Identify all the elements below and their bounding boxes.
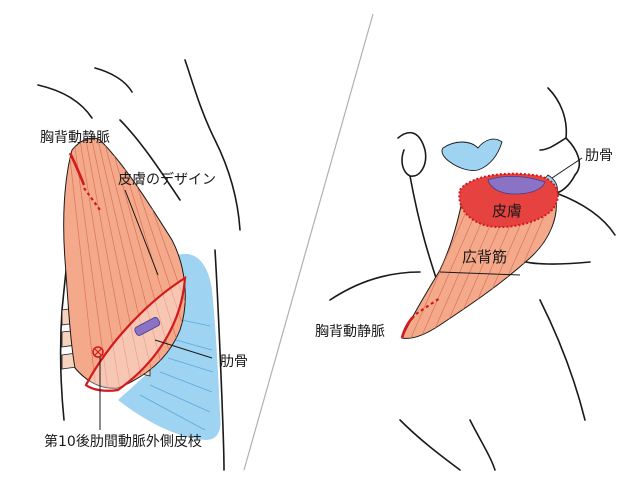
leader-right-rib bbox=[551, 157, 583, 179]
right-vessel-solid bbox=[400, 315, 415, 339]
leader-skin-design bbox=[124, 189, 159, 276]
left-chin-line bbox=[94, 67, 133, 93]
left-vessel-dashed bbox=[83, 187, 101, 211]
label-right-thoracodorsal: 胸背動静脈 bbox=[315, 324, 385, 340]
label-left-rib: 肋骨 bbox=[220, 354, 248, 370]
right-chest-line bbox=[539, 299, 586, 421]
left-perforator-marker bbox=[92, 346, 104, 358]
leader-latissimus bbox=[439, 271, 521, 276]
left-skin-paddle-outline bbox=[84, 275, 187, 392]
left-spine-rays bbox=[139, 319, 214, 431]
right-ear bbox=[397, 131, 427, 177]
left-torso-back bbox=[214, 249, 225, 471]
panel-divider bbox=[243, 13, 374, 471]
label-right-rib: 肋骨 bbox=[585, 148, 613, 164]
right-clavicle bbox=[519, 259, 591, 265]
right-mandible-bone bbox=[441, 138, 503, 171]
left-axilla-line bbox=[119, 119, 181, 201]
right-jaw-line bbox=[555, 192, 616, 236]
label-latissimus: 広背筋 bbox=[462, 248, 507, 266]
label-skin-design: 皮膚のデザイン bbox=[118, 171, 216, 188]
left-shoulder-line bbox=[37, 84, 93, 119]
label-skin: 皮膚 bbox=[492, 202, 522, 220]
right-lower-line bbox=[399, 419, 461, 471]
right-lower-line-2 bbox=[469, 419, 496, 471]
right-mouth-line bbox=[539, 137, 567, 151]
right-chin-line bbox=[555, 174, 576, 194]
left-spine-region bbox=[118, 253, 221, 440]
left-panel: 胸背動静脈 皮膚のデザイン 肋骨 第10後肋間動脈外側皮枝 bbox=[37, 59, 248, 471]
leader-left-rib bbox=[154, 339, 213, 359]
label-intercostal-branch: 第10後肋間動脈外側皮枝 bbox=[44, 433, 202, 450]
right-panel: 肋骨 皮膚 広背筋 胸背動静脈 bbox=[315, 87, 616, 471]
left-back-line bbox=[184, 59, 241, 231]
label-left-thoracodorsal: 胸背動静脈 bbox=[40, 130, 110, 146]
right-shoulder-line bbox=[329, 271, 421, 301]
right-neck-back bbox=[409, 175, 441, 291]
left-vessel-solid bbox=[68, 152, 86, 186]
right-face-profile bbox=[547, 87, 581, 176]
left-rib-marker bbox=[134, 317, 161, 336]
right-vessel-dashed bbox=[415, 297, 441, 315]
right-rib-marker bbox=[487, 176, 546, 195]
